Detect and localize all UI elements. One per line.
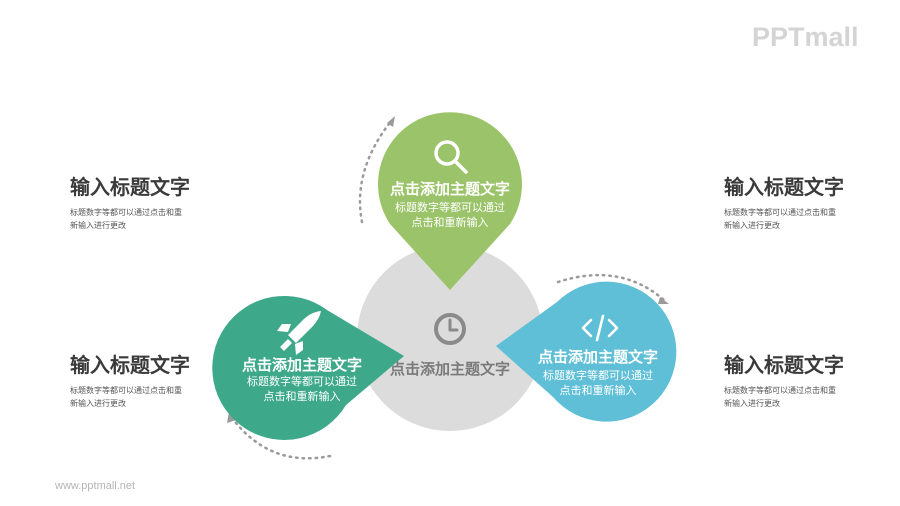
- center-title: 点击添加主题文字: [389, 360, 510, 378]
- side-block-desc-line2: 新输入进行更改: [70, 399, 126, 408]
- petal-right-desc-line1: 标题数字等都可以通过: [543, 369, 653, 382]
- petal-left-desc-line1: 标题数字等都可以通过: [247, 375, 357, 388]
- side-block-desc-line2: 新输入进行更改: [724, 221, 780, 230]
- center-circle: [357, 245, 543, 431]
- petal-right-desc-line2: 点击和重新输入: [559, 384, 637, 397]
- side-block-title: 输入标题文字: [70, 353, 190, 377]
- dotted-arc-top: [358, 118, 394, 224]
- side-block-desc-line1: 标题数字等都可以通过点击和重: [724, 386, 836, 395]
- brand-logo: PPTmall: [752, 22, 859, 52]
- petal-right-title: 点击添加主题文字: [537, 348, 658, 366]
- arrowhead-top: [387, 116, 395, 127]
- side-block-title: 输入标题文字: [724, 175, 844, 199]
- footer-url: www.pptmall.net: [55, 480, 136, 492]
- clock-icon: [434, 313, 466, 345]
- side-block-desc-line2: 新输入进行更改: [724, 399, 780, 408]
- side-block-bottom-right: 输入标题文字 标题数字等都可以通过点击和重 新输入进行更改: [724, 349, 874, 410]
- rocket-icon: [277, 311, 321, 355]
- side-block-top-right: 输入标题文字 标题数字等都可以通过点击和重 新输入进行更改: [724, 171, 874, 232]
- code-icon: [581, 314, 619, 342]
- side-block-bottom-left: 输入标题文字 标题数字等都可以通过点击和重 新输入进行更改: [70, 349, 220, 410]
- petal-top: [378, 112, 522, 290]
- side-block-title: 输入标题文字: [724, 353, 844, 377]
- petal-right: [496, 281, 677, 422]
- arrowhead-right: [658, 297, 669, 304]
- arrowhead-left: [227, 412, 236, 423]
- search-icon: [434, 140, 468, 174]
- dotted-arc-right: [556, 273, 666, 302]
- side-block-title: 输入标题文字: [70, 175, 190, 199]
- petal-top-title: 点击添加主题文字: [389, 180, 510, 198]
- side-block-desc-line1: 标题数字等都可以通过点击和重: [70, 386, 182, 395]
- petal-top-desc-line2: 点击和重新输入: [411, 216, 489, 229]
- side-block-desc-line2: 新输入进行更改: [70, 221, 126, 230]
- side-block-desc-line1: 标题数字等都可以通过点击和重: [724, 208, 836, 217]
- petal-top-desc-line1: 标题数字等都可以通过: [395, 201, 505, 214]
- dotted-arc-left: [230, 416, 332, 460]
- side-block-desc-line1: 标题数字等都可以通过点击和重: [70, 208, 182, 217]
- petal-left-desc-line2: 点击和重新输入: [263, 390, 341, 403]
- petal-left: [212, 295, 404, 440]
- side-block-top-left: 输入标题文字 标题数字等都可以通过点击和重 新输入进行更改: [70, 171, 220, 232]
- petal-left-title: 点击添加主题文字: [241, 356, 362, 374]
